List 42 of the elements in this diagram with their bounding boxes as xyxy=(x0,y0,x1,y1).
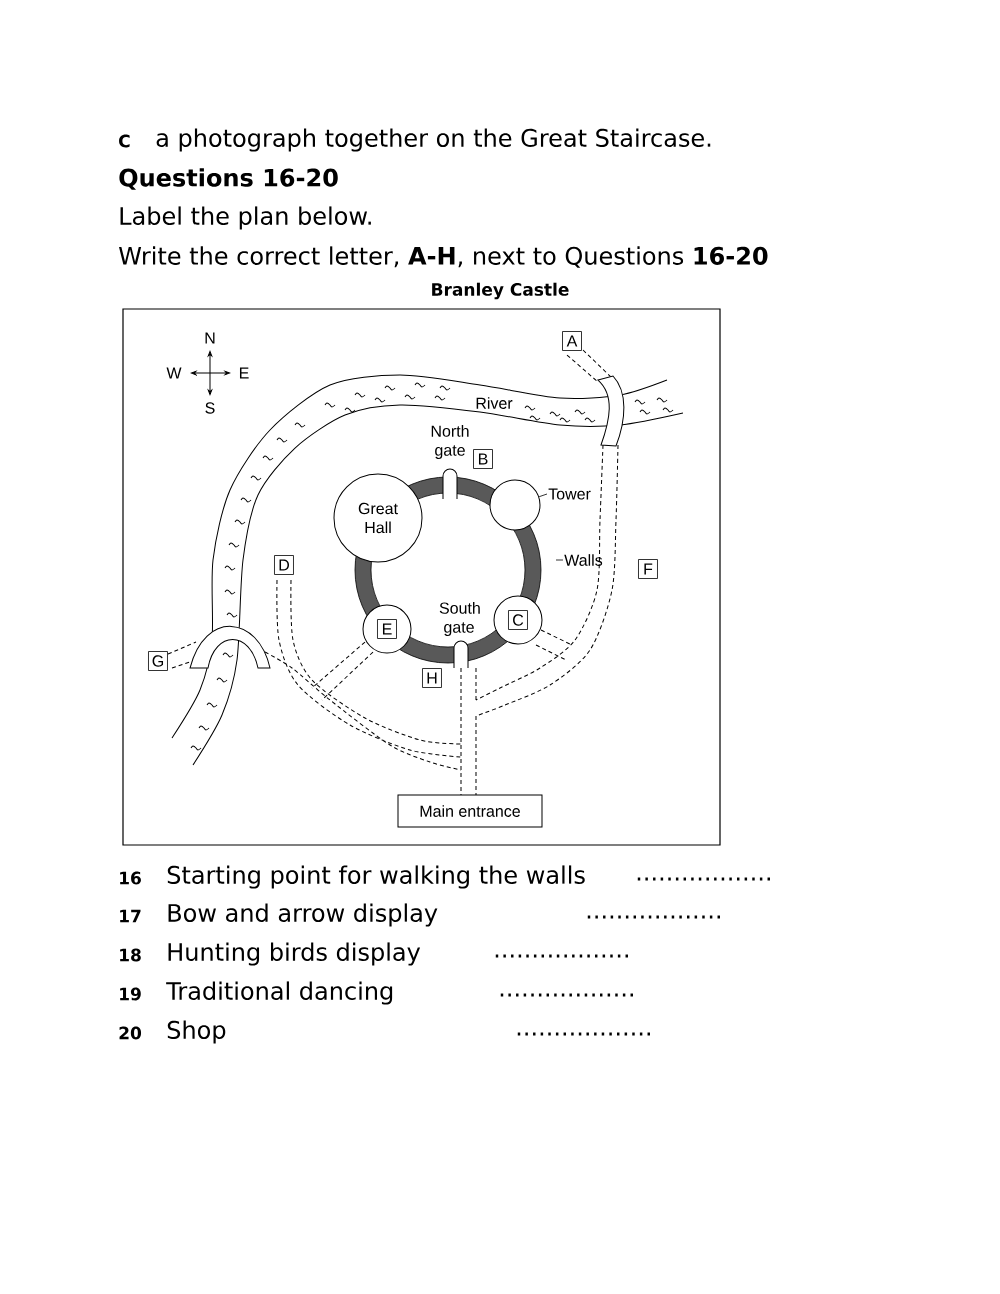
entrance-box: Main entrance xyxy=(397,794,543,828)
letter-box: C xyxy=(508,610,528,630)
letter-box: A xyxy=(562,331,582,351)
letter-box: B xyxy=(473,449,493,469)
letter-box: F xyxy=(638,559,658,579)
answer-dots: .................. xyxy=(637,877,770,881)
river-label: River xyxy=(476,397,513,409)
question-number: 16 xyxy=(120,871,141,885)
compass-letter: S xyxy=(205,402,215,414)
question-text: Traditional dancing xyxy=(166,981,393,1005)
compass-letter: N xyxy=(205,332,215,344)
question-text: Shop xyxy=(167,1020,226,1044)
question-text: Hunting birds display xyxy=(168,942,421,966)
question-number: 20 xyxy=(119,1026,142,1040)
gate-label: North gate xyxy=(431,425,469,459)
question-number: 17 xyxy=(120,909,141,923)
answer-dots: .................. xyxy=(587,915,720,919)
compass-letter: W xyxy=(166,367,182,379)
instruction: Label the plan below. xyxy=(120,206,371,230)
tower-circle xyxy=(489,479,541,531)
option-letter: C xyxy=(119,134,130,148)
question-number: 18 xyxy=(120,948,141,962)
walls-label: Walls xyxy=(564,554,603,566)
heading: Questions 16-20 xyxy=(119,168,338,190)
compass-letter: E xyxy=(240,367,249,379)
leader-line xyxy=(555,559,564,561)
letter-box: G xyxy=(148,651,168,671)
letter-box: E xyxy=(377,619,397,639)
leader-line xyxy=(538,493,548,498)
sentence: a photograph together on the Great Staircase. xyxy=(156,128,711,152)
answer-dots: .................. xyxy=(495,954,628,958)
tower-label: Tower xyxy=(548,488,591,500)
letter-box: D xyxy=(274,555,294,575)
question-text: Bow and arrow display xyxy=(168,903,438,927)
question-text: Starting point for walking the walls xyxy=(167,865,585,889)
map-title: Branley Castle xyxy=(432,282,569,300)
answer-dots: .................. xyxy=(517,1032,650,1036)
instruction: Write the correct letter, A-H, next to Questions 16-20 xyxy=(119,246,768,268)
letter-box: H xyxy=(422,668,442,688)
question-number: 19 xyxy=(120,987,141,1001)
gate-label: South gate xyxy=(439,602,480,636)
answer-dots: .................. xyxy=(500,993,633,997)
